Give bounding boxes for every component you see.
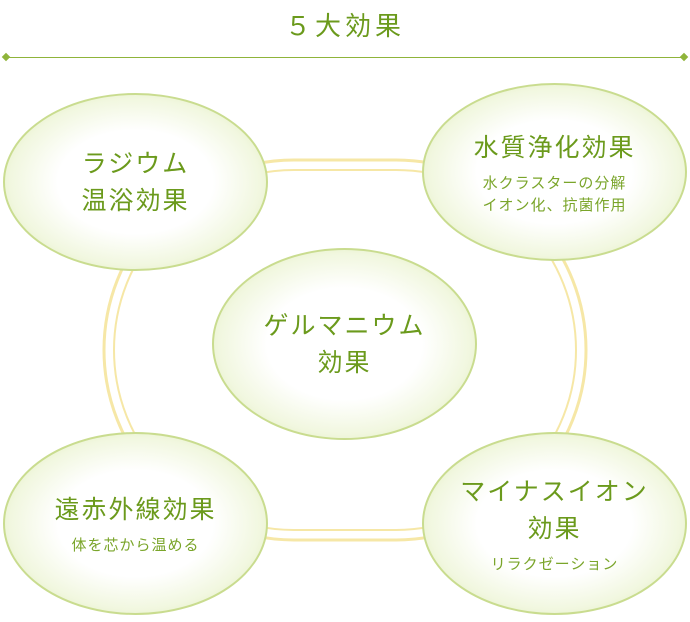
infrared-sub-wrap: 体を芯から温める xyxy=(71,534,199,556)
germanium-line-2: 効果 xyxy=(317,348,372,377)
bubble-germanium: ゲルマニウム 効果 xyxy=(212,248,477,440)
water-sub-wrap: 水クラスターの分解 イオン化、抗菌作用 xyxy=(482,172,626,216)
title-divider xyxy=(6,57,684,58)
connector-ring-outer xyxy=(102,158,588,542)
minus-ion-sub: リラクゼーション xyxy=(490,554,619,573)
bubble-minus-ion: マイナスイオン 効果 リラクゼーション xyxy=(422,432,687,615)
infrared-title: 遠赤外線効果 xyxy=(54,495,217,524)
connector-ring-inner xyxy=(113,169,577,531)
bubble-radium-bath: ラジウム 温浴効果 xyxy=(3,93,268,271)
minus-ion-sub-wrap: リラクゼーション xyxy=(491,553,619,575)
bubble-water-purification: 水質浄化効果 水クラスターの分解 イオン化、抗菌作用 xyxy=(422,83,687,261)
water-sub-line-2: イオン化、抗菌作用 xyxy=(482,195,627,214)
minus-ion-line-2: 効果 xyxy=(527,513,582,543)
infrared-sub: 体を芯から温める xyxy=(71,536,200,554)
water-title: 水質浄化効果 xyxy=(473,132,636,162)
bubble-far-infrared: 遠赤外線効果 体を芯から温める xyxy=(3,432,268,615)
water-sub-line-1: 水クラスターの分解 xyxy=(482,173,627,192)
diagram-title: ５大効果 xyxy=(284,12,405,42)
radium-line-1: ラジウム xyxy=(81,149,190,178)
germanium-line-1: ゲルマニウム xyxy=(263,311,426,340)
radium-line-2: 温浴効果 xyxy=(81,186,190,215)
minus-ion-line-1: マイナスイオン xyxy=(460,476,649,506)
